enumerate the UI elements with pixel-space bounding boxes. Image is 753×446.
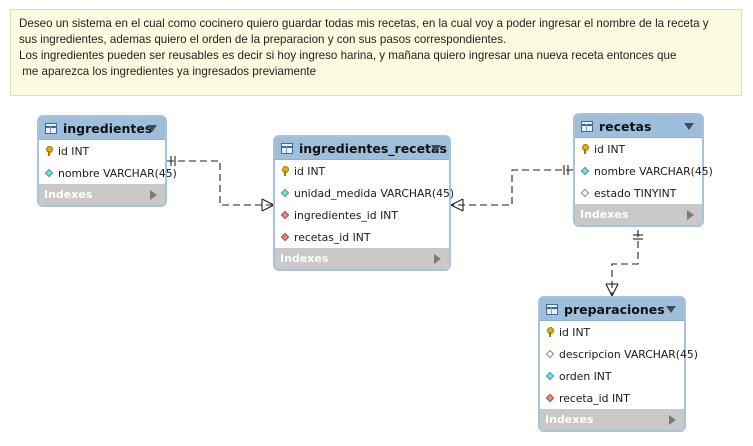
column-label: nombre VARCHAR(45) (594, 164, 713, 178)
note-line-3: Los ingredientes pueden ser reusables es… (19, 49, 677, 62)
column-label: ingredientes_id INT (294, 208, 398, 222)
expand-arrow-icon[interactable] (150, 190, 157, 200)
foreign-key-icon (279, 231, 291, 243)
note-line-2: sus ingredientes, ademas quiero el orden… (19, 33, 507, 46)
column-label: unidad_medida VARCHAR(45) (294, 186, 455, 200)
table-title: recetas (599, 118, 652, 134)
column-row[interactable]: receta_id INT (540, 387, 684, 409)
column-row[interactable]: nombre VARCHAR(45) (39, 162, 177, 184)
column-label: id INT (559, 325, 591, 339)
column-label: descripcion VARCHAR(45) (559, 347, 698, 361)
table-header[interactable]: preparaciones (540, 298, 684, 321)
relationship-ingredientes-ingredientes-recetas (167, 160, 274, 206)
indexes-label: Indexes (580, 208, 629, 221)
table-ingredientes[interactable]: ingredientes id INT nombre VARCHAR(45) I… (37, 115, 177, 207)
table-recetas[interactable]: recetas id INT nombre VARCHAR(45) estado… (573, 113, 713, 227)
foreign-key-icon (279, 209, 291, 221)
indexes-section[interactable]: Indexes (575, 204, 702, 225)
column-label: id INT (294, 164, 326, 178)
column-label: id INT (594, 142, 626, 156)
collapse-caret-icon[interactable] (666, 306, 676, 313)
indexes-label: Indexes (545, 413, 594, 426)
collapse-caret-icon[interactable] (431, 145, 441, 152)
column-row[interactable]: recetas_id INT (275, 226, 449, 248)
table-title: ingredientes (63, 120, 153, 136)
column-row[interactable]: id INT (540, 321, 684, 343)
table-ingredientes-recetas[interactable]: ingredientes_recetas id INT unidad_medid… (273, 135, 454, 271)
table-header[interactable]: ingredientes (39, 117, 165, 140)
column-row[interactable]: estado TINYINT (575, 182, 702, 204)
foreign-key-icon (544, 392, 556, 404)
table-icon (546, 303, 558, 315)
indexes-section[interactable]: Indexes (540, 409, 684, 430)
expand-arrow-icon[interactable] (434, 254, 441, 264)
column-label: estado TINYINT (594, 186, 677, 200)
primary-key-icon (43, 145, 55, 157)
column-label: recetas_id INT (294, 230, 371, 244)
note-line-4: me aparezca los ingredientes ya ingresad… (19, 65, 317, 78)
table-preparaciones[interactable]: preparaciones id INT descripcion VARCHAR… (538, 296, 698, 432)
column-not-null-icon (279, 187, 291, 199)
primary-key-icon (279, 165, 291, 177)
expand-arrow-icon[interactable] (687, 210, 694, 220)
table-icon (581, 120, 593, 132)
table-icon (281, 142, 293, 154)
column-row[interactable]: orden INT (540, 365, 684, 387)
primary-key-icon (579, 143, 591, 155)
column-row[interactable]: id INT (39, 140, 165, 162)
relationship-recetas-preparaciones (611, 230, 639, 296)
table-title: ingredientes_recetas (299, 140, 447, 156)
column-label: orden INT (559, 369, 612, 383)
note-line-1: Deseo un sistema en el cual como cociner… (19, 17, 709, 30)
column-row[interactable]: id INT (575, 138, 702, 160)
expand-arrow-icon[interactable] (669, 415, 676, 425)
column-not-null-icon (43, 167, 55, 179)
collapse-caret-icon[interactable] (684, 123, 694, 130)
column-label: nombre VARCHAR(45) (58, 166, 177, 180)
indexes-label: Indexes (44, 188, 93, 201)
indexes-section[interactable]: Indexes (39, 184, 165, 205)
column-label: id INT (58, 144, 90, 158)
column-label: receta_id INT (559, 391, 630, 405)
indexes-section[interactable]: Indexes (275, 248, 449, 269)
table-title: preparaciones (564, 301, 665, 317)
column-nullable-icon (544, 348, 556, 360)
indexes-label: Indexes (280, 252, 329, 265)
relationship-recetas-ingredientes-recetas (451, 169, 573, 206)
column-not-null-icon (579, 165, 591, 177)
column-not-null-icon (544, 370, 556, 382)
table-icon (45, 122, 57, 134)
column-row[interactable]: nombre VARCHAR(45) (575, 160, 713, 182)
primary-key-icon (544, 326, 556, 338)
column-row[interactable]: ingredientes_id INT (275, 204, 449, 226)
column-row[interactable]: unidad_medida VARCHAR(45) (275, 182, 454, 204)
column-row[interactable]: descripcion VARCHAR(45) (540, 343, 698, 365)
table-header[interactable]: recetas (575, 115, 702, 138)
requirements-note: Deseo un sistema en el cual como cociner… (10, 9, 742, 96)
column-nullable-icon (579, 187, 591, 199)
table-header[interactable]: ingredientes_recetas (275, 137, 449, 160)
collapse-caret-icon[interactable] (147, 125, 157, 132)
column-row[interactable]: id INT (275, 160, 449, 182)
